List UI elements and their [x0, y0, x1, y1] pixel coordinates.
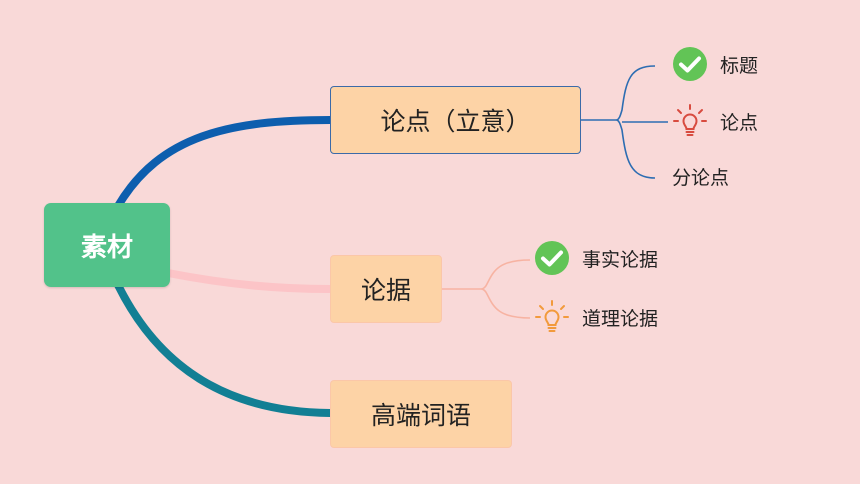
branch-node-lundian[interactable]: 论点（立意）	[330, 86, 581, 154]
leaf-label: 道理论据	[582, 307, 659, 330]
connector-root-to-lundian	[114, 116, 334, 210]
leaf-biaoti[interactable]: 标题	[670, 44, 758, 84]
leaf-label: 标题	[720, 54, 759, 77]
branch-label: 高端词语	[370, 401, 471, 430]
leaf-fenlundian[interactable]: 分论点	[672, 158, 729, 198]
bracket-lunju	[442, 259, 531, 319]
branch-node-gaoduan-ciyu[interactable]: 高端词语	[330, 380, 512, 448]
branch-label: 论据	[360, 276, 411, 305]
check-circle-icon	[532, 238, 572, 278]
leaf-label: 事实论据	[582, 248, 659, 271]
lightbulb-icon	[532, 297, 572, 337]
check-circle-icon	[670, 44, 710, 84]
connector-root-to-lunju	[164, 269, 334, 293]
leaf-daoli-lunju[interactable]: 道理论据	[532, 297, 658, 337]
branch-label: 论点（立意）	[380, 107, 531, 136]
root-label: 素材	[80, 232, 133, 263]
root-node-sucai[interactable]: 素材	[44, 203, 170, 287]
leaf-shishi-lunju[interactable]: 事实论据	[532, 238, 658, 278]
bracket-lundian	[581, 65, 668, 179]
leaf-label: 论点	[720, 111, 759, 134]
branch-node-lunju[interactable]: 论据	[330, 255, 442, 323]
leaf-lundian[interactable]: 论点	[670, 101, 758, 141]
connector-root-to-gaoduan	[114, 281, 334, 417]
leaf-label: 分论点	[672, 167, 730, 189]
lightbulb-icon	[670, 101, 710, 141]
